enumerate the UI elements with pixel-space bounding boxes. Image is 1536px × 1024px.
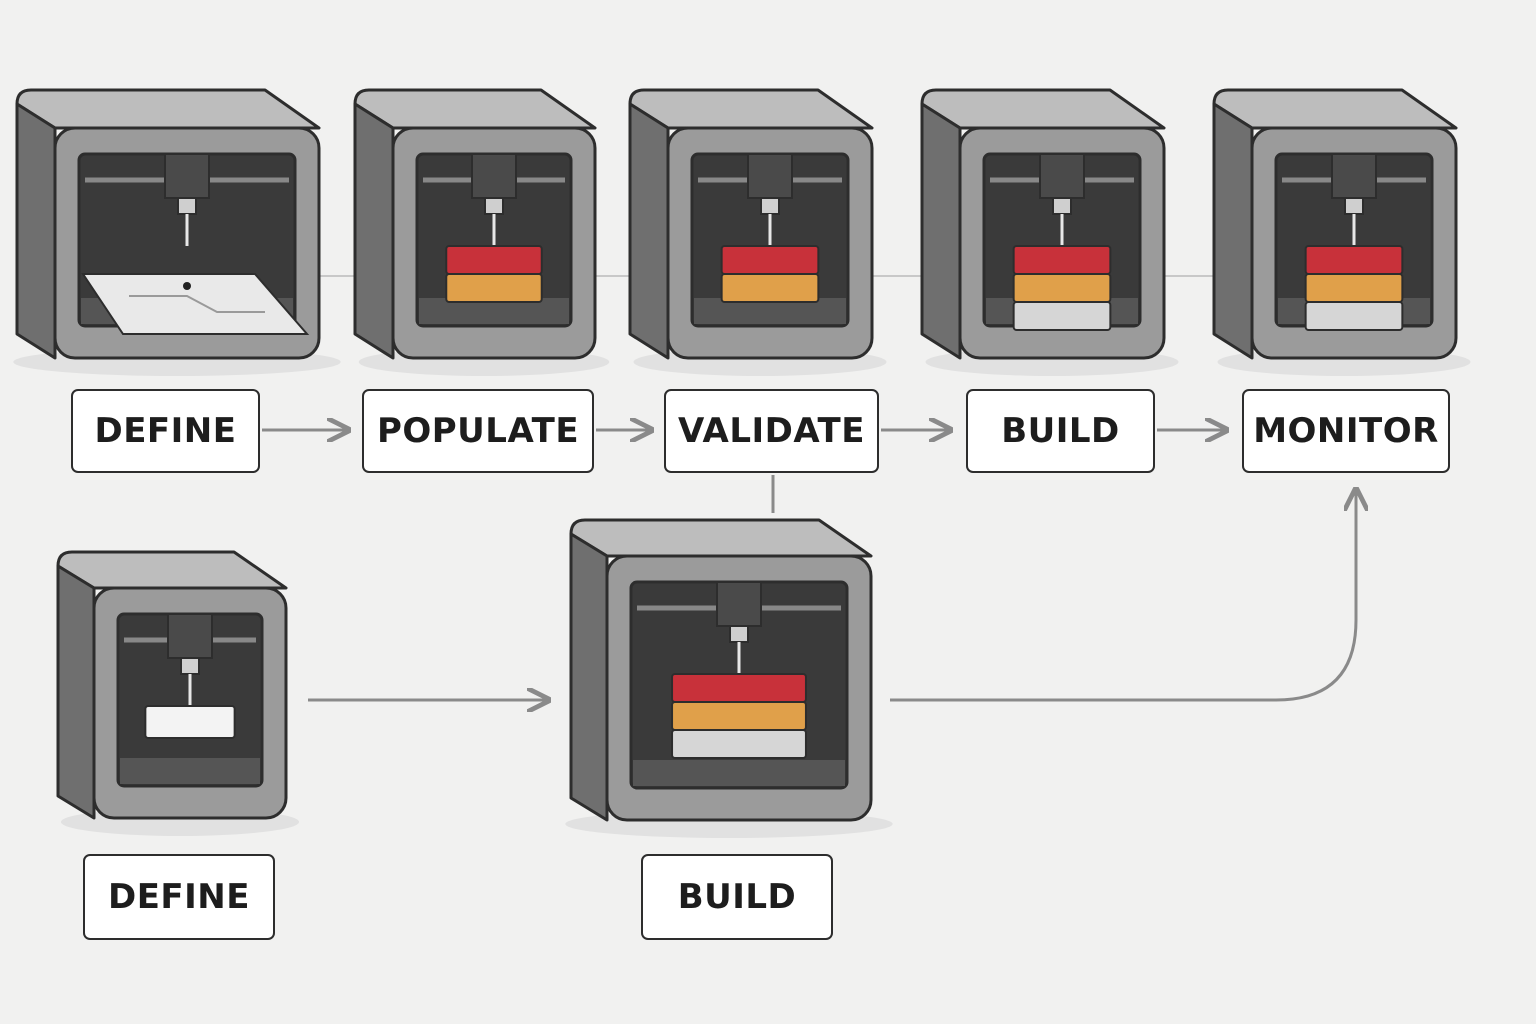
print-head <box>471 153 517 199</box>
printer-side-face <box>628 102 670 360</box>
stage-label-monitor: MONITOR <box>1242 389 1450 473</box>
print-head <box>164 153 210 199</box>
printer-monitor <box>1212 88 1471 376</box>
printer-floor <box>419 298 569 324</box>
layer-red <box>1012 245 1112 275</box>
printer-top-face <box>15 88 321 130</box>
printer-floor <box>633 760 845 786</box>
printer-floor <box>694 298 846 324</box>
layer-orange <box>720 273 820 303</box>
printer-validate <box>628 88 887 376</box>
stage-label-define: DEFINE <box>71 389 260 473</box>
printer-top-face <box>1212 88 1458 130</box>
printer-top-face <box>569 518 873 558</box>
print-nozzle <box>1052 197 1072 215</box>
print-nozzle <box>760 197 780 215</box>
layer-gray <box>671 729 807 759</box>
arrow-build-to-monitor-curve <box>890 492 1356 702</box>
print-nozzle <box>484 197 504 215</box>
sheet-circuit-trace <box>129 295 265 313</box>
printer-side-face <box>353 102 395 360</box>
print-head <box>1331 153 1377 199</box>
print-nozzle <box>1344 197 1364 215</box>
print-head <box>1039 153 1085 199</box>
printer-define-2 <box>56 550 300 836</box>
layer-red <box>1304 245 1404 275</box>
stage-label-populate: POPULATE <box>362 389 594 473</box>
printer-define-1 <box>13 88 341 376</box>
layer-gray <box>1012 301 1112 331</box>
printer-build-2 <box>565 518 893 838</box>
layer-red <box>671 673 807 703</box>
layer-orange <box>1012 273 1112 303</box>
layer-orange <box>671 701 807 731</box>
printer-top-face <box>353 88 597 130</box>
layer-orange <box>445 273 543 303</box>
stage-label-build: BUILD <box>966 389 1155 473</box>
print-nozzle <box>729 625 749 643</box>
printer-side-face <box>920 102 962 360</box>
stage-label-define-secondary: DEFINE <box>83 854 275 940</box>
layer-red <box>445 245 543 275</box>
printer-top-face <box>628 88 874 130</box>
print-nozzle <box>177 197 197 215</box>
printer-side-face <box>1212 102 1254 360</box>
printer-side-face <box>15 102 57 360</box>
layer-white <box>144 705 236 739</box>
print-head <box>747 153 793 199</box>
printer-build-1 <box>920 88 1179 376</box>
printer-top-face <box>56 550 288 590</box>
printer-top-face <box>920 88 1166 130</box>
print-head <box>716 581 762 627</box>
print-head <box>167 613 213 659</box>
sheet-print-point <box>183 282 191 290</box>
printer-side-face <box>56 564 96 820</box>
printer-floor <box>120 758 260 784</box>
build-sheet <box>81 273 310 335</box>
layer-orange <box>1304 273 1404 303</box>
layer-gray <box>1304 301 1404 331</box>
printer-side-face <box>569 532 609 822</box>
stage-label-validate: VALIDATE <box>664 389 879 473</box>
print-nozzle <box>180 657 200 675</box>
stage-label-build-secondary: BUILD <box>641 854 833 940</box>
printer-layer <box>13 88 1471 838</box>
layer-red <box>720 245 820 275</box>
printer-populate <box>353 88 610 376</box>
